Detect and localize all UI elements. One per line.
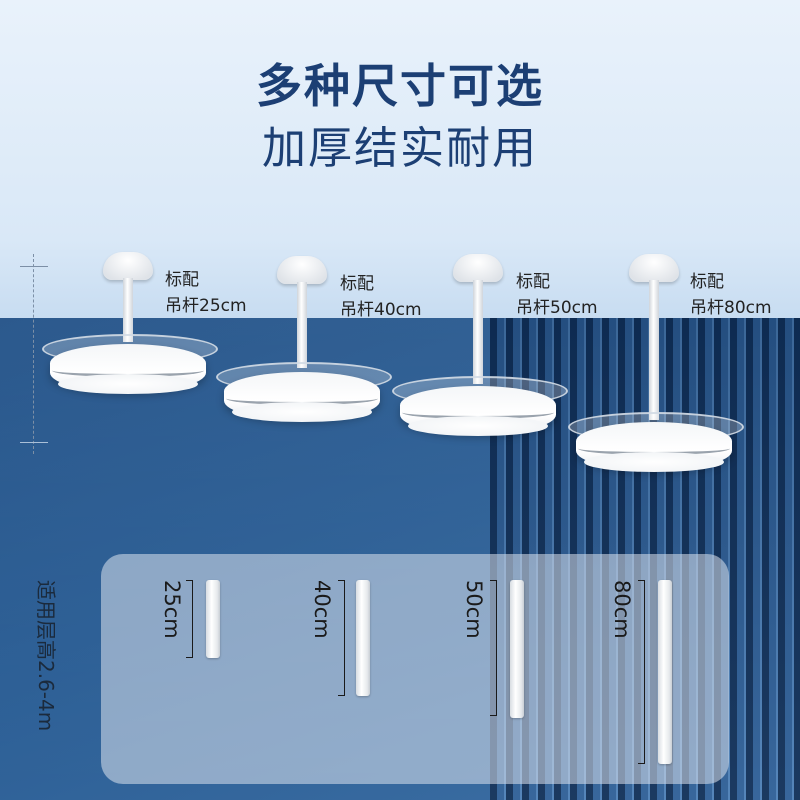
ceiling-mount [103,252,153,280]
downrod [123,278,133,342]
fan-80cm [568,254,744,494]
downrod [297,282,307,368]
fan-40cm [216,256,392,446]
led-lamp [584,452,724,472]
downrod [649,280,659,420]
fan-25cm [42,252,218,422]
led-lamp [232,402,372,422]
ceiling-height-marker [20,254,48,454]
ceiling-height-range: 适用层高2.6-4m [34,580,58,732]
length-bracket [186,580,193,658]
fan-body [392,376,568,448]
ceiling-mount [629,254,679,282]
ceiling-mount [277,256,327,284]
fan-label-top: 标配 [516,272,550,292]
downrod-sample [206,580,220,658]
subheadline: 加厚结实耐用 [262,123,538,174]
rod-length-label: 80cm [610,580,634,639]
fan-body [216,362,392,434]
fan-label-bottom: 吊杆25cm [165,296,247,316]
led-lamp [408,416,548,436]
fan-label-top: 标配 [340,274,374,294]
headline: 多种尺寸可选 [256,59,544,113]
downrod [473,280,483,384]
length-bracket [490,580,497,716]
rod-length-label: 25cm [160,580,184,639]
rod-length-label: 50cm [462,580,486,639]
length-bracket [338,580,345,696]
led-lamp [58,374,198,394]
fan-50cm [392,254,568,464]
downrod-sample [510,580,524,718]
ceiling-mount [453,254,503,282]
fan-label-bottom: 吊杆80cm [690,298,772,318]
fan-label-bottom: 吊杆50cm [516,298,598,318]
fan-label-top: 标配 [690,272,724,292]
downrod-sample [658,580,672,764]
downrod-sample [356,580,370,696]
fan-label-top: 标配 [165,270,199,290]
fan-body [568,412,744,484]
rod-length-label: 40cm [310,580,334,639]
downrod-size-panel [101,554,729,784]
fan-body [42,334,218,406]
length-bracket [638,580,645,764]
fan-label-bottom: 吊杆40cm [340,300,422,320]
